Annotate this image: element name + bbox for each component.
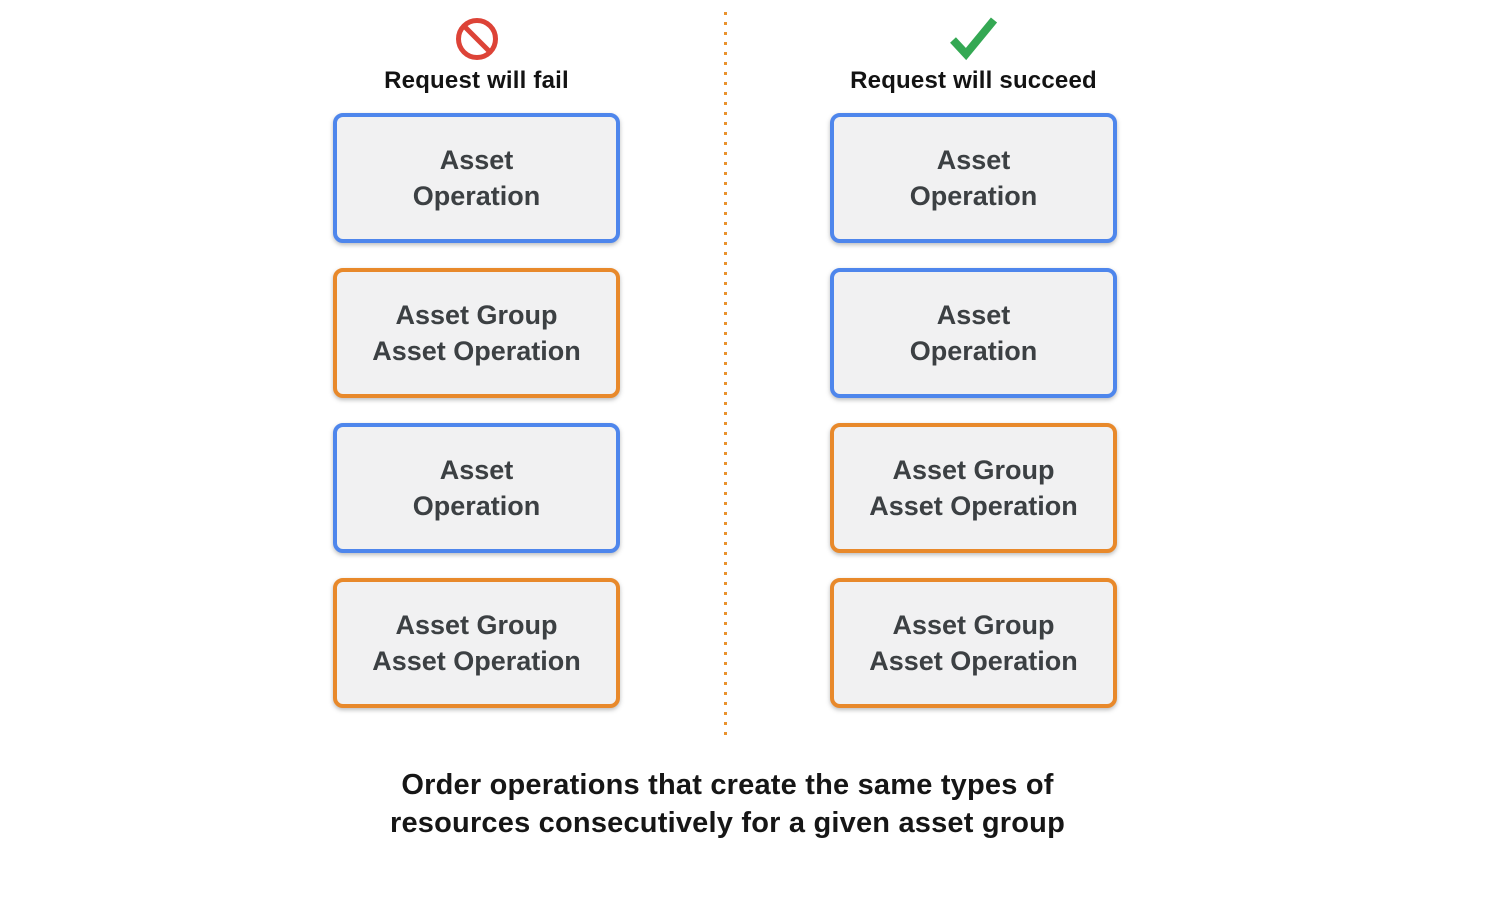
box-label-line: Asset Group (395, 300, 558, 330)
box-label-line: Asset Operation (869, 491, 1078, 521)
box-label-line: Asset Operation (869, 646, 1078, 676)
box-label-line: Asset (439, 145, 514, 175)
box-label-line: Operation (412, 491, 541, 521)
fail-column-header: Request will fail (384, 14, 569, 113)
box-label-line: Operation (909, 181, 1038, 211)
asset-operation-box: Asset Operation (830, 268, 1117, 398)
checkmark-icon (944, 14, 1002, 64)
box-label-line: Operation (412, 181, 541, 211)
asset-operation-box: Asset Operation (333, 423, 620, 553)
asset-operation-box: Asset Operation (333, 113, 620, 243)
box-label-line: Asset (936, 300, 1011, 330)
dotted-divider-line (724, 12, 727, 740)
box-label-line: Asset Operation (372, 336, 581, 366)
prohibition-icon (454, 14, 500, 64)
box-label-line: Asset Group (395, 610, 558, 640)
fail-column-title: Request will fail (384, 67, 569, 94)
box-label-line: Asset (439, 455, 514, 485)
box-label-line: Asset Operation (372, 646, 581, 676)
box-label-line: Operation (909, 336, 1038, 366)
caption-line: Order operations that create the same ty… (401, 769, 1054, 801)
asset-group-asset-operation-box: Asset Group Asset Operation (333, 578, 620, 708)
box-label-line: Asset Group (892, 455, 1055, 485)
box-label-line: Asset (936, 145, 1011, 175)
succeed-column-title: Request will succeed (850, 67, 1097, 94)
asset-operation-box: Asset Operation (830, 113, 1117, 243)
caption-line: resources consecutively for a given asse… (389, 807, 1066, 839)
box-label-line: Asset Group (892, 610, 1055, 640)
diagram-caption: Order operations that create the same ty… (360, 766, 1095, 842)
succeed-column: Request will succeed Asset Operation Ass… (830, 14, 1117, 733)
asset-group-asset-operation-box: Asset Group Asset Operation (830, 578, 1117, 708)
fail-column: Request will fail Asset Operation Asset … (333, 14, 620, 733)
succeed-column-header: Request will succeed (850, 14, 1097, 113)
asset-group-asset-operation-box: Asset Group Asset Operation (333, 268, 620, 398)
asset-group-asset-operation-box: Asset Group Asset Operation (830, 423, 1117, 553)
